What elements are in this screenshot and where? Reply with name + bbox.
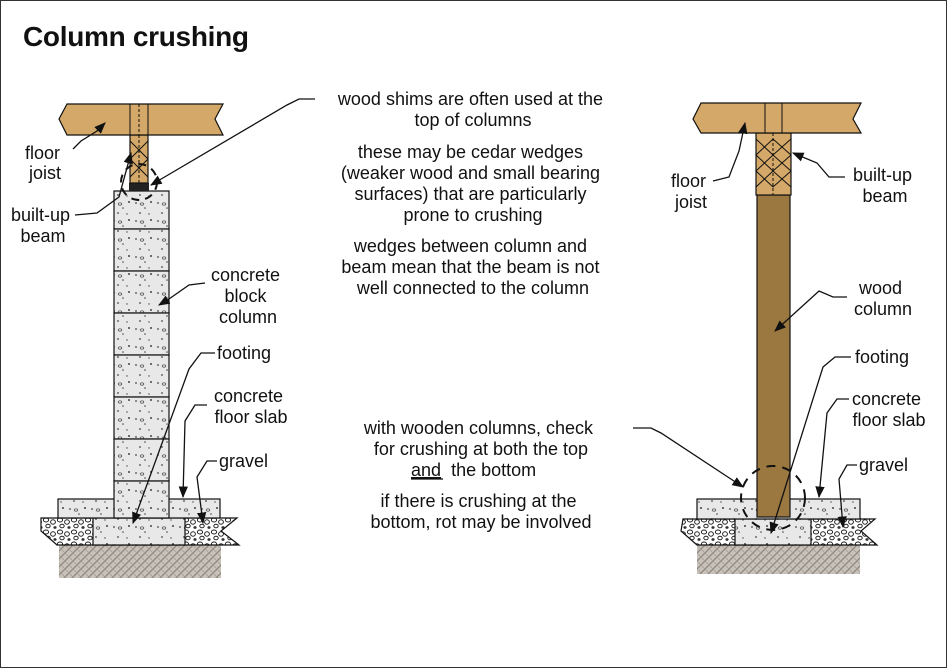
concrete-block-stack (113, 190, 170, 519)
label-right-concrete-floor-slab: concrete floor slab (852, 389, 926, 430)
leader-left-joist (72, 122, 106, 150)
leader-left-footing (132, 352, 215, 525)
label-right-gravel: gravel (859, 455, 908, 475)
left-ground (59, 542, 221, 578)
right-joist (692, 102, 863, 134)
leader-right-joist (712, 121, 748, 182)
label-right-built-up-beam: built-up beam (853, 165, 917, 206)
leader-left-beam (74, 151, 133, 216)
label-left-concrete-floor-slab: concrete floor slab (214, 386, 288, 427)
note-shims: wood shims are often used at the top of … (337, 89, 608, 130)
leader-right-beam (791, 152, 845, 178)
leader-right-slab (815, 398, 849, 499)
left-shims (129, 183, 149, 191)
leader-right-gravel (837, 464, 857, 529)
right-ground (697, 544, 860, 574)
leader-wooden-check (633, 427, 744, 488)
note-wooden-columns-check: with wooden columns, check for crushing … (363, 418, 598, 459)
note-cedar-wedges: these may be cedar wedges (weaker wood a… (341, 142, 605, 225)
page-title: Column crushing (23, 21, 249, 52)
note-wedges-connection: wedges between column and beam mean that… (341, 236, 604, 298)
note-and-the-bottom: and the bottom (411, 460, 536, 480)
leader-shims (149, 98, 315, 186)
label-left-floor-joist: floor joist (25, 143, 65, 183)
leader-block (157, 282, 206, 306)
note-rot: if there is crushing at the bottom, rot … (370, 491, 591, 532)
label-right-floor-joist: floor joist (671, 171, 711, 212)
leader-left-slab (178, 404, 207, 499)
wood-column-post (756, 194, 791, 518)
right-footing-block (734, 518, 812, 546)
leader-right-footing (769, 356, 851, 535)
label-right-footing: footing (855, 347, 909, 367)
label-left-built-up-beam: built-up beam (11, 205, 75, 246)
leader-left-gravel (196, 460, 217, 525)
left-footing-block (92, 517, 186, 546)
note-and-underlined: and (411, 460, 441, 480)
label-left-footing: footing (217, 343, 271, 363)
label-wood-column: wood column (854, 278, 912, 319)
left-joist (58, 103, 224, 136)
leader-wood-column (774, 290, 847, 332)
label-left-gravel: gravel (219, 451, 268, 471)
label-concrete-block-column: concrete block column (211, 265, 285, 327)
